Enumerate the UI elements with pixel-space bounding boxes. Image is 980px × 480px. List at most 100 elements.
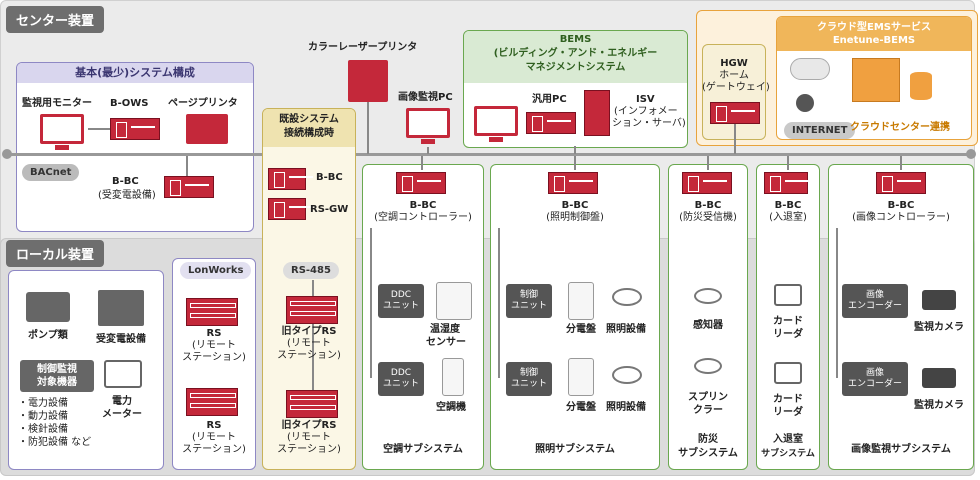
drop-lighting [574, 156, 576, 170]
hgw-icon [710, 102, 760, 124]
lighting-ctrl-1-label-1: 制御 [519, 290, 538, 300]
main-bus-line [6, 153, 972, 156]
lighting-subsystem-label: 照明サブシステム [535, 444, 615, 455]
hvac-ddc-1-label-1: DDC [390, 290, 412, 300]
light-label-2: 照明設備 [606, 402, 646, 413]
rs-1-label-1: RS [206, 328, 222, 339]
rs-2-label-1: RS [206, 420, 222, 431]
entry-bbc-icon [764, 172, 809, 194]
card-reader-icon-1 [774, 284, 802, 306]
entry-box [756, 164, 820, 470]
lighting-ctrl-unit-1: 制御ユニット [506, 284, 552, 318]
page-printer-label: ページプリンタ [168, 98, 238, 109]
monitor-label: 監視用モニター [22, 98, 92, 109]
internet-label: INTERNET [784, 122, 856, 139]
image-pc-icon [406, 108, 450, 144]
general-pc-icon [526, 112, 576, 134]
drop-video [900, 156, 902, 170]
old-rs-icon-1 [286, 296, 338, 324]
drop-image-pc [427, 147, 429, 154]
air-conditioner-icon [442, 358, 464, 396]
hvac-subsystem-label: 空調サブシステム [383, 444, 463, 455]
isv-server-icon [584, 90, 610, 136]
entry-bbc-label-2: (入退室) [769, 212, 807, 223]
fire-subsystem-label-1: 防災 [698, 434, 718, 445]
old-rs-1-label-2: (リモート [287, 338, 331, 349]
meter-icon [104, 360, 142, 388]
card-reader-1-label-2: リーダ [773, 329, 803, 340]
hgw-label-2: ホーム [719, 70, 749, 81]
link-monitor-bows [88, 128, 110, 130]
monitored-label-1: 制御監視 [37, 364, 77, 375]
card-reader-2-label-2: リーダ [773, 407, 803, 418]
isv-label-3: ション・サーバ) [612, 118, 686, 129]
bems-title-2: (ビルディング・アンド・エネルギー [493, 48, 658, 59]
rs-1-label-2: (リモート [192, 340, 236, 351]
basic-bbc-icon [164, 176, 214, 198]
video-subsystem-label: 画像監視サブシステム [851, 444, 951, 455]
bacnet-label: BACnet [22, 164, 80, 181]
isv-label-2: (インフォメー [614, 106, 678, 117]
basic-system-header [17, 63, 253, 83]
lighting-ctrl-2-label-2: ユニット [510, 379, 547, 389]
database-icon [910, 72, 932, 100]
video-bbc-label-2: (画像コントローラー) [852, 212, 950, 223]
old-rs-icon-2 [286, 390, 338, 418]
camera-icon-1 [922, 290, 956, 310]
light-label-1: 照明設備 [606, 324, 646, 335]
old-rs-1-label-1: 旧タイプRS [281, 326, 337, 337]
light-icon-2 [612, 366, 642, 384]
cloud-icon [790, 58, 830, 80]
substation-label: 受変電設備 [96, 334, 146, 345]
entry-subsystem-label-2: サブシステム [761, 449, 815, 459]
old-rs-1-label-3: ステーション) [277, 350, 341, 361]
camera-label-2: 監視カメラ [914, 400, 964, 411]
video-encoder-2: 画像エンコーダー [842, 362, 908, 396]
cloud-header [777, 17, 971, 51]
lighting-bbc-icon [548, 172, 598, 194]
cloud-title-1: クラウド型EMSサービス [817, 22, 931, 33]
sensor-label-2: センサー [426, 337, 466, 348]
old-rs-2-label-2: (リモート [287, 432, 331, 443]
color-printer-label: カラーレーザープリンタ [308, 42, 418, 53]
panel-icon-2 [568, 358, 594, 396]
existing-bbc-label: B-BC [316, 172, 343, 183]
color-printer-icon [348, 60, 388, 102]
fire-bbc-label-2: (防災受信機) [679, 212, 737, 223]
rs-1-label-3: ステーション) [182, 352, 246, 363]
fire-box [668, 164, 748, 470]
drop-color-printer [367, 102, 369, 154]
rs485-label: RS-485 [283, 262, 339, 279]
cloud-server-icon [852, 58, 900, 102]
monitored-equipment-tag [20, 360, 94, 392]
card-reader-icon-2 [774, 362, 802, 384]
cloud-title-2: Enetune-BEMS [832, 35, 916, 46]
panel-icon-1 [568, 282, 594, 320]
bus-end-right [966, 149, 976, 159]
hvac-ddc-2-label-2: ユニット [382, 379, 419, 389]
sprinkler-label-1: スプリン [688, 392, 728, 403]
panel-label-2: 分電盤 [566, 402, 596, 413]
basic-system-box [16, 62, 254, 232]
video-enc-1-label-1: 画像 [865, 290, 884, 300]
rsgw-label: RS-GW [310, 204, 349, 215]
old-rs-2-label-1: 旧タイプRS [281, 420, 337, 431]
card-reader-2-label-1: カード [773, 394, 803, 405]
drop-basic-bbc [186, 156, 188, 176]
drop-bems [574, 146, 576, 154]
drop-entry [787, 156, 789, 170]
video-bbc-label-1: B-BC [887, 200, 915, 211]
lighting-ctrl-1-label-2: ユニット [510, 301, 547, 311]
bems-monitor-icon [474, 106, 518, 142]
panel-label-1: 分電盤 [566, 324, 596, 335]
lighting-vline [498, 228, 500, 378]
existing-bbc-icon [268, 168, 313, 190]
fire-bbc-label-1: B-BC [694, 200, 722, 211]
video-enc-2-label-2: エンコーダー [847, 379, 902, 389]
light-icon-1 [612, 288, 642, 306]
entry-bbc-label-1: B-BC [774, 200, 802, 211]
sprinkler-icon [694, 358, 722, 374]
fire-bbc-icon [682, 172, 732, 194]
